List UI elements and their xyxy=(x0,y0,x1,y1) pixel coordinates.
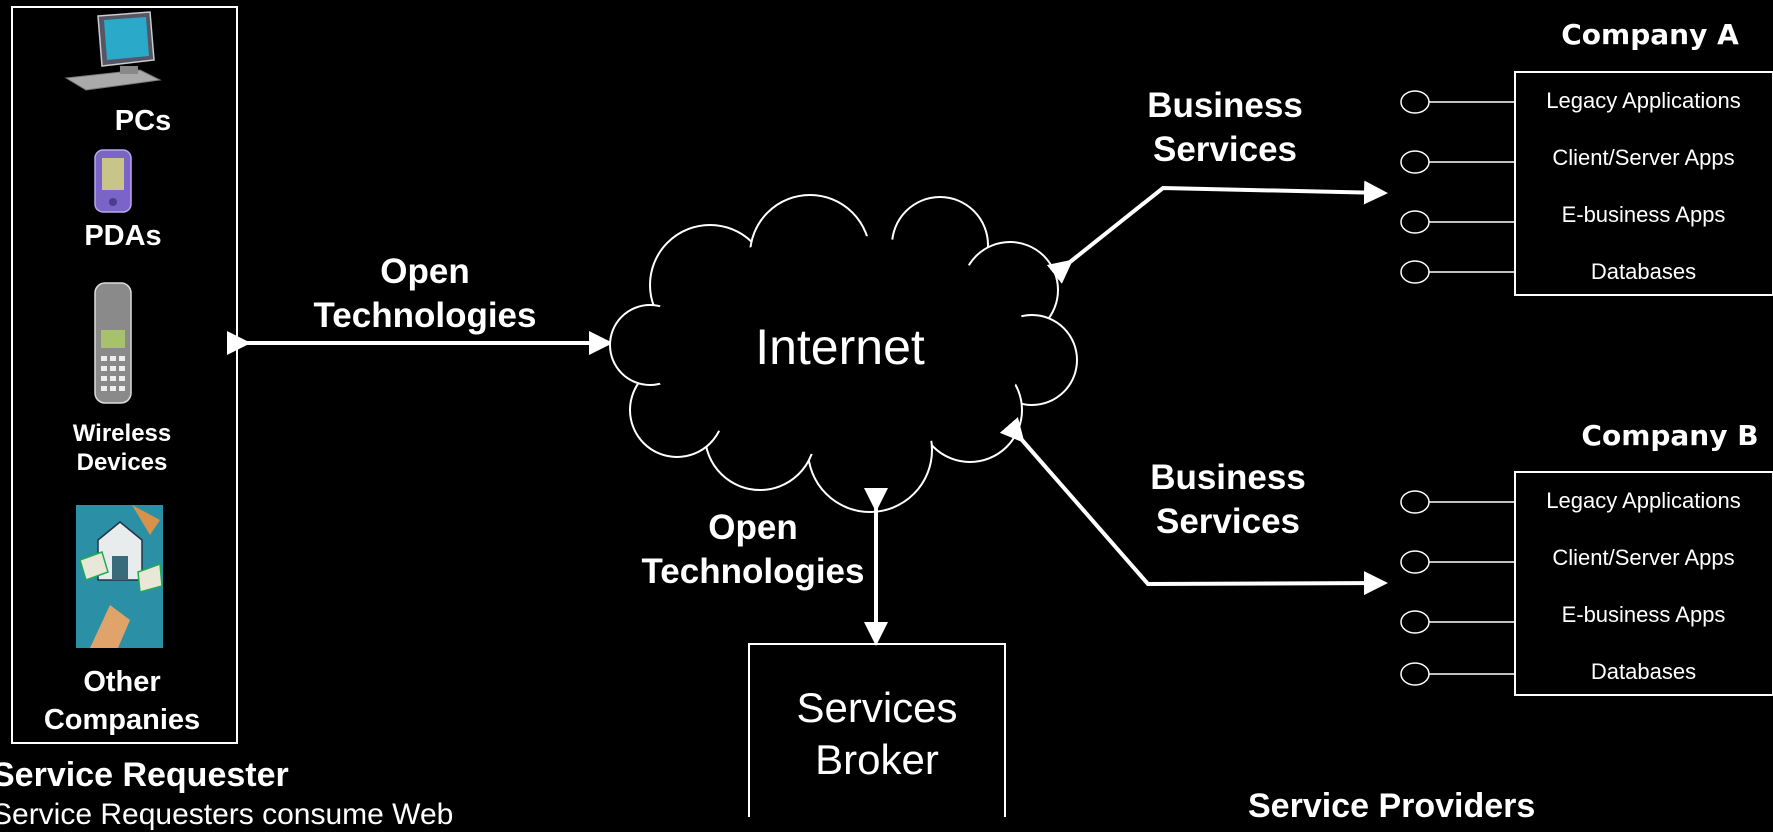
company-b-item: E-business Apps xyxy=(1561,602,1726,627)
open-technologies-bottom-label: Open Technologies xyxy=(625,506,881,594)
open-tech-left-line1: Open xyxy=(380,252,470,291)
company-a-item: Client/Server Apps xyxy=(1552,145,1735,170)
broker-line1: Services xyxy=(796,684,958,731)
business-b-line1: Business xyxy=(1150,458,1306,497)
service-providers-title: Service Providers xyxy=(1248,787,1536,825)
company-a-services-list: Legacy Applications Client/Server Apps E… xyxy=(1515,72,1772,300)
mobile-phone-icon xyxy=(94,282,132,404)
pdas-label: PDAs xyxy=(84,220,162,252)
company-a-title: Company A xyxy=(1561,18,1739,51)
services-broker-label: Services Broker xyxy=(749,682,1005,786)
other-label-line2: Companies xyxy=(43,704,201,736)
business-services-b-arrow xyxy=(999,417,1388,596)
open-tech-bottom-line1: Open xyxy=(708,508,798,547)
pda-icon xyxy=(94,149,132,213)
company-b-interfaces xyxy=(1400,490,1515,686)
internet-label: Internet xyxy=(755,319,925,375)
service-requester-description: Service Requesters consume Web xyxy=(0,798,454,831)
company-b-services-list: Legacy Applications Client/Server Apps E… xyxy=(1515,472,1772,700)
business-b-line2: Services xyxy=(1155,502,1301,541)
services-broker-box xyxy=(748,643,1006,817)
internet-cloud-shape xyxy=(609,194,1078,513)
business-services-b-label: Business Services xyxy=(1118,456,1338,544)
business-services-a-label: Business Services xyxy=(1115,84,1335,172)
company-a-item: Legacy Applications xyxy=(1546,88,1741,113)
business-services-a-arrow xyxy=(1046,180,1388,284)
other-label-line1: Other xyxy=(83,666,161,698)
wireless-label-line1: Wireless xyxy=(72,420,172,447)
company-b-item: Legacy Applications xyxy=(1546,488,1741,513)
wireless-devices-label: Wireless Devices xyxy=(52,420,192,478)
other-companies-label: Other Companies xyxy=(22,663,222,739)
open-technologies-left-label: Open Technologies xyxy=(300,250,550,338)
company-b-title: Company B xyxy=(1581,419,1759,452)
service-requester-title: Service Requester xyxy=(0,756,289,794)
company-b-item: Databases xyxy=(1590,659,1697,684)
company-a-interfaces xyxy=(1400,90,1515,284)
wireless-label-line2: Devices xyxy=(76,448,168,476)
company-a-box xyxy=(1514,71,1773,296)
company-a-item: Databases xyxy=(1590,259,1697,284)
business-a-line1: Business xyxy=(1147,86,1303,125)
company-a-item: E-business Apps xyxy=(1561,202,1726,227)
pcs-label: PCs xyxy=(114,105,172,137)
broker-line2: Broker xyxy=(815,736,939,783)
open-tech-bottom-line2: Technologies xyxy=(641,552,865,591)
company-b-box xyxy=(1514,471,1773,696)
company-b-item: Client/Server Apps xyxy=(1552,545,1735,570)
companies-handshake-icon xyxy=(76,505,163,648)
requester-panel-box xyxy=(11,6,238,744)
pc-icon xyxy=(64,11,162,91)
business-a-line2: Services xyxy=(1152,130,1298,169)
open-tech-left-line2: Technologies xyxy=(313,296,537,335)
